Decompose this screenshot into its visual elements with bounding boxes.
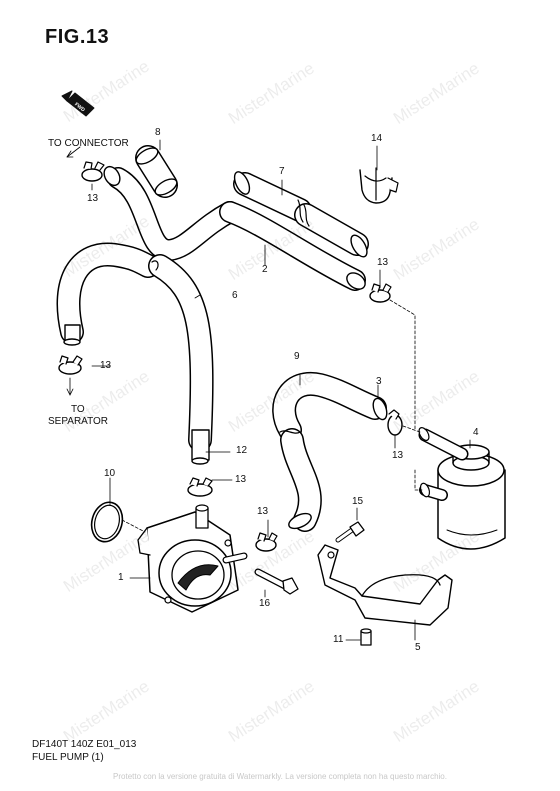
callout-14: 14 xyxy=(371,133,383,144)
callout-4: 4 xyxy=(473,427,479,438)
hose-8 xyxy=(135,145,178,198)
callout-5: 5 xyxy=(415,642,421,653)
callout-9: 9 xyxy=(294,351,300,362)
model-code: DF140T 140Z E01_013 xyxy=(32,739,137,750)
section-name: FUEL PUMP (1) xyxy=(32,752,104,763)
bolt-16 xyxy=(254,568,299,595)
callout-13-connector: 13 xyxy=(87,193,99,204)
bracket-5 xyxy=(317,544,453,626)
figure-title: FIG.13 xyxy=(45,26,110,48)
hose-7 xyxy=(233,171,369,258)
to-connector-label: TO CONNECTOR xyxy=(48,138,129,149)
callout-7: 7 xyxy=(279,166,285,177)
hose-9 xyxy=(272,371,388,532)
clamp-13-pump xyxy=(187,477,213,497)
collar-11 xyxy=(360,628,372,646)
fwd-label: FWD xyxy=(73,102,86,114)
to-separator-label-line1: TO xyxy=(71,404,85,415)
callout-13-separator: 13 xyxy=(100,360,112,371)
callout-15: 15 xyxy=(352,496,364,507)
callout-16: 16 xyxy=(259,598,271,609)
leader-lines xyxy=(66,139,471,641)
clamp-13-separator xyxy=(58,355,83,375)
fuel-pump-1 xyxy=(137,504,248,613)
fwd-arrow-icon: FWD xyxy=(61,90,95,117)
clamp-13-hose9 xyxy=(255,532,278,552)
hose-6 xyxy=(148,254,214,465)
callout-6: 6 xyxy=(232,290,238,301)
callout-13-filter-top: 13 xyxy=(377,257,389,268)
bolt-15 xyxy=(335,521,365,543)
fuel-filter-4 xyxy=(418,427,506,550)
hose-2 xyxy=(103,165,366,291)
callout-10: 10 xyxy=(104,468,116,479)
callout-3: 3 xyxy=(376,376,382,387)
clip-14 xyxy=(359,167,399,204)
callout-12: 12 xyxy=(236,445,248,456)
callout-13-hose9: 13 xyxy=(257,506,269,517)
to-separator-label-line2: SEPARATOR xyxy=(48,416,109,427)
callout-2: 2 xyxy=(262,264,268,275)
callout-11: 11 xyxy=(333,634,344,645)
callout-13-filter-inlet: 13 xyxy=(392,450,404,461)
callout-8: 8 xyxy=(155,127,161,138)
callout-1: 1 xyxy=(118,572,124,583)
clamp-13-filter-top xyxy=(369,283,392,303)
callout-13-pump: 13 xyxy=(235,474,247,485)
clamp-13-filter-inlet xyxy=(387,409,403,436)
o-ring-10 xyxy=(90,501,124,543)
watermark-notice: Protetto con la versione gratuita di Wat… xyxy=(113,772,447,781)
hose-separator-loop xyxy=(56,242,160,346)
clamp-13-connector xyxy=(81,161,105,182)
